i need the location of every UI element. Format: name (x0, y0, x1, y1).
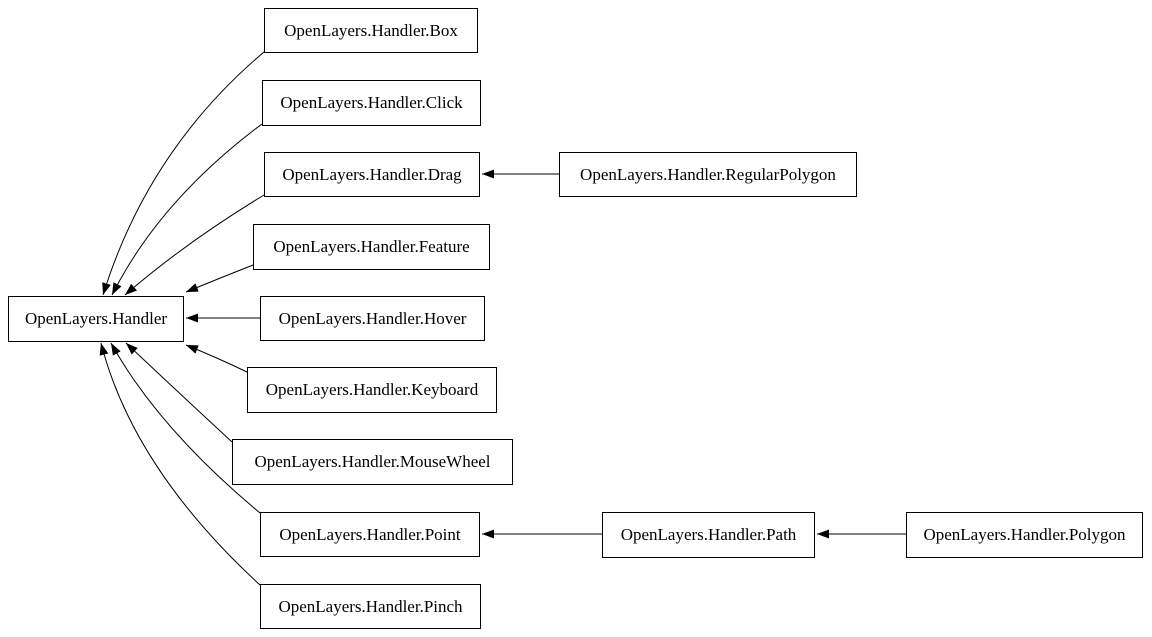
node-label-handler: OpenLayers.Handler (24, 309, 168, 328)
edge-box-to-handler (102, 51, 265, 296)
edge-keyboard-to-handler (185, 344, 248, 373)
node-feature[interactable]: OpenLayers.Handler.Feature (253, 224, 490, 270)
edges-group (99, 51, 906, 586)
node-hover[interactable]: OpenLayers.Handler.Hover (260, 296, 485, 341)
edge-mousewheel-to-handler (125, 342, 233, 443)
node-box[interactable]: OpenLayers.Handler.Box (264, 8, 478, 53)
node-label-mousewheel: OpenLayers.Handler.MouseWheel (254, 452, 491, 471)
node-label-keyboard: OpenLayers.Handler.Keyboard (265, 380, 479, 399)
node-point[interactable]: OpenLayers.Handler.Point (260, 512, 480, 557)
node-pinch[interactable]: OpenLayers.Handler.Pinch (260, 584, 481, 629)
node-label-polygon: OpenLayers.Handler.Polygon (923, 525, 1126, 544)
edge-point-to-handler (110, 342, 261, 514)
node-label-box: OpenLayers.Handler.Box (284, 20, 458, 40)
node-regularpolygon[interactable]: OpenLayers.Handler.RegularPolygon (559, 152, 857, 197)
edge-drag-to-handler (124, 194, 265, 296)
node-label-path: OpenLayers.Handler.Path (620, 525, 797, 544)
node-label-hover: OpenLayers.Handler.Hover (278, 308, 467, 328)
edge-feature-to-handler (185, 264, 254, 293)
node-label-click: OpenLayers.Handler.Click (280, 93, 463, 112)
node-drag[interactable]: OpenLayers.Handler.Drag (264, 152, 480, 197)
edge-click-to-handler (111, 123, 263, 296)
node-label-feature: OpenLayers.Handler.Feature (273, 237, 470, 256)
node-click[interactable]: OpenLayers.Handler.Click (262, 80, 481, 126)
node-keyboard[interactable]: OpenLayers.Handler.Keyboard (247, 367, 497, 413)
node-label-regularpolygon: OpenLayers.Handler.RegularPolygon (580, 164, 836, 184)
node-label-point: OpenLayers.Handler.Point (279, 524, 461, 544)
node-path[interactable]: OpenLayers.Handler.Path (602, 512, 815, 558)
node-label-drag: OpenLayers.Handler.Drag (282, 164, 462, 184)
node-label-pinch: OpenLayers.Handler.Pinch (278, 596, 463, 616)
node-mousewheel[interactable]: OpenLayers.Handler.MouseWheel (232, 439, 513, 485)
edge-pinch-to-handler (99, 342, 261, 586)
node-handler[interactable]: OpenLayers.Handler (8, 296, 184, 342)
node-polygon[interactable]: OpenLayers.Handler.Polygon (906, 512, 1143, 558)
